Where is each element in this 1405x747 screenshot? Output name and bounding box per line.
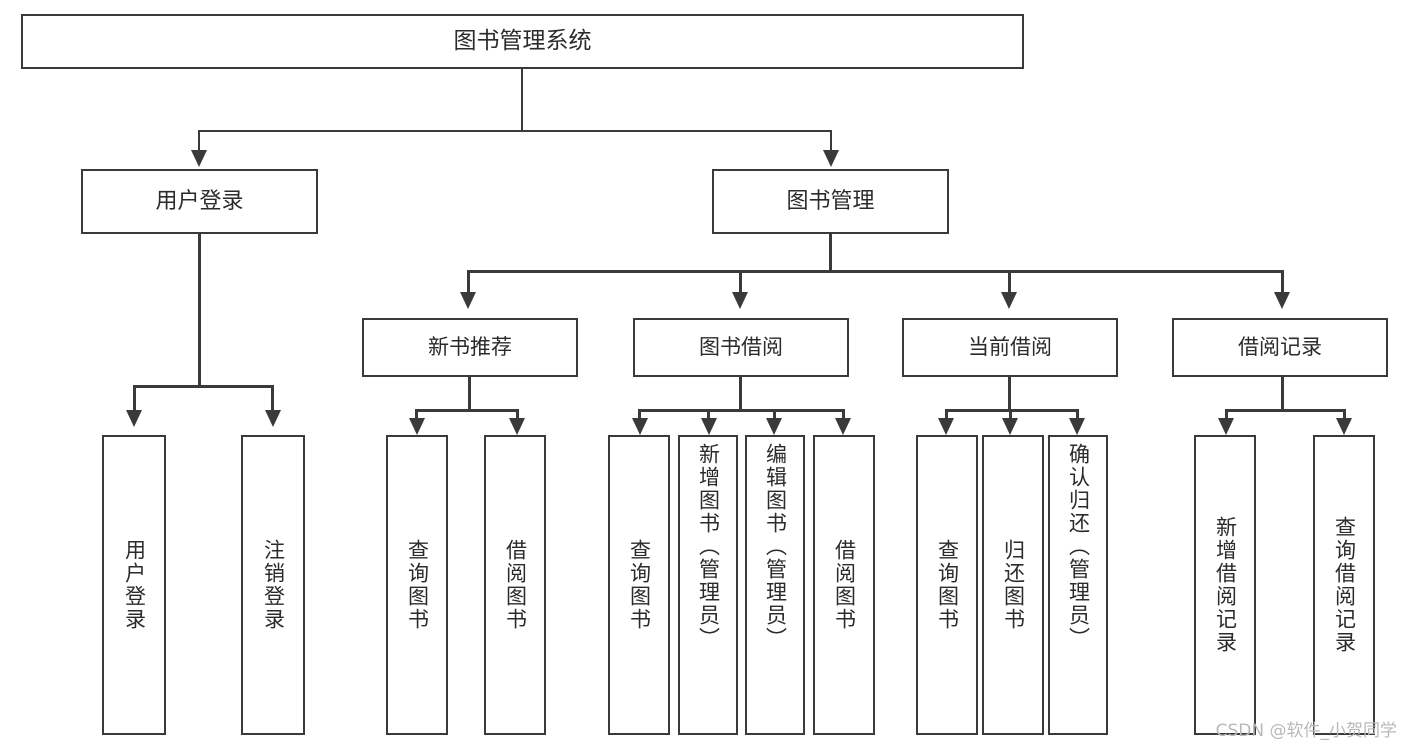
arrow-to-leaf-add-book xyxy=(701,418,717,435)
arrow-to-book-manage xyxy=(823,150,839,167)
arrow-to-current-borrow xyxy=(1001,292,1017,309)
arrow-to-leaf-return-book xyxy=(1002,418,1018,435)
connector-book-manage-bus xyxy=(468,270,1284,273)
node-leaf-add-record[interactable]: 新增借阅记录 xyxy=(1194,435,1256,735)
connector-root-bus xyxy=(198,130,832,132)
node-leaf-add-record-label: 新增借阅记录 xyxy=(1213,516,1238,654)
node-borrow-record[interactable]: 借阅记录 xyxy=(1172,318,1388,377)
node-leaf-borrow-book-2-label: 借阅图书 xyxy=(832,539,857,631)
node-leaf-logout-label: 注销登录 xyxy=(261,539,286,631)
node-current-borrow[interactable]: 当前借阅 xyxy=(902,318,1118,377)
node-leaf-return-book[interactable]: 归还图书 xyxy=(982,435,1044,735)
connector-user-login-bus xyxy=(134,385,273,388)
connector-bb-drop-4 xyxy=(842,409,845,418)
node-user-login-label: 用户登录 xyxy=(155,188,244,214)
connector-book-borrow-bus xyxy=(639,409,845,412)
connector-user-login-stem xyxy=(198,234,201,386)
node-new-book-rec-label: 新书推荐 xyxy=(428,335,512,360)
node-leaf-user-login[interactable]: 用户登录 xyxy=(102,435,166,735)
node-leaf-borrow-book-2[interactable]: 借阅图书 xyxy=(813,435,875,735)
node-current-borrow-label: 当前借阅 xyxy=(968,335,1052,360)
arrow-to-borrow-record xyxy=(1274,292,1290,309)
connector-borrow-record-bus xyxy=(1226,409,1345,412)
node-leaf-add-book[interactable]: 新增图书（管理员） xyxy=(678,435,738,735)
arrow-to-book-borrow xyxy=(732,292,748,309)
connector-new-book-rec-stem xyxy=(468,377,471,410)
arrow-to-leaf-logout xyxy=(265,410,281,427)
node-leaf-query-record[interactable]: 查询借阅记录 xyxy=(1313,435,1375,735)
connector-l3-drop-1 xyxy=(467,270,470,292)
connector-cb-drop-3 xyxy=(1076,409,1079,418)
connector-book-borrow-stem xyxy=(739,377,742,410)
connector-new-book-rec-bus xyxy=(416,409,519,412)
connector-borrow-record-stem xyxy=(1281,377,1284,410)
node-book-borrow-label: 图书借阅 xyxy=(699,335,783,360)
arrow-to-leaf-user-login xyxy=(126,410,142,427)
arrow-to-user-login xyxy=(191,150,207,167)
connector-user-login-drop-2 xyxy=(271,385,274,410)
arrow-to-leaf-query-book-1 xyxy=(409,418,425,435)
arrow-to-leaf-edit-book xyxy=(766,418,782,435)
node-leaf-return-book-label: 归还图书 xyxy=(1001,539,1026,631)
node-new-book-rec[interactable]: 新书推荐 xyxy=(362,318,578,377)
node-leaf-query-book-2[interactable]: 查询图书 xyxy=(608,435,670,735)
arrow-to-new-book-rec xyxy=(460,292,476,309)
node-leaf-query-book-3-label: 查询图书 xyxy=(935,539,960,631)
connector-cb-drop-1 xyxy=(945,409,948,418)
node-borrow-record-label: 借阅记录 xyxy=(1238,335,1322,360)
connector-br-drop-2 xyxy=(1343,409,1346,418)
arrow-to-leaf-query-book-3 xyxy=(938,418,954,435)
connector-user-login-drop-1 xyxy=(133,385,136,410)
connector-nbr-drop-1 xyxy=(415,409,418,418)
connector-nbr-drop-2 xyxy=(516,409,519,418)
node-leaf-query-record-label: 查询借阅记录 xyxy=(1332,516,1357,654)
node-leaf-query-book-2-label: 查询图书 xyxy=(627,539,652,631)
connector-bb-drop-1 xyxy=(638,409,641,418)
connector-root-drop-left xyxy=(198,130,200,150)
arrow-to-leaf-query-book-2 xyxy=(632,418,648,435)
node-leaf-borrow-book-1[interactable]: 借阅图书 xyxy=(484,435,546,735)
arrow-to-leaf-add-record xyxy=(1218,418,1234,435)
connector-current-borrow-stem xyxy=(1008,377,1011,410)
arrow-to-leaf-borrow-book-2 xyxy=(835,418,851,435)
node-leaf-query-book-3[interactable]: 查询图书 xyxy=(916,435,978,735)
node-leaf-confirm-return-label: 确认归还（管理员） xyxy=(1066,443,1091,650)
node-leaf-confirm-return[interactable]: 确认归还（管理员） xyxy=(1048,435,1108,735)
node-leaf-add-book-label: 新增图书（管理员） xyxy=(696,443,721,650)
connector-root-drop-right xyxy=(830,130,832,150)
connector-br-drop-1 xyxy=(1225,409,1228,418)
node-leaf-logout[interactable]: 注销登录 xyxy=(241,435,305,735)
node-book-manage-label: 图书管理 xyxy=(786,188,875,214)
node-user-login[interactable]: 用户登录 xyxy=(81,169,318,234)
arrow-to-leaf-confirm-return xyxy=(1069,418,1085,435)
node-leaf-user-login-label: 用户登录 xyxy=(122,539,147,631)
node-leaf-edit-book-label: 编辑图书（管理员） xyxy=(763,443,788,650)
connector-l3-drop-3 xyxy=(1008,270,1011,292)
node-leaf-edit-book[interactable]: 编辑图书（管理员） xyxy=(745,435,805,735)
node-book-manage[interactable]: 图书管理 xyxy=(712,169,949,234)
connector-book-manage-stem xyxy=(829,234,832,271)
connector-l3-drop-4 xyxy=(1281,270,1284,292)
node-root[interactable]: 图书管理系统 xyxy=(21,14,1024,69)
node-book-borrow[interactable]: 图书借阅 xyxy=(633,318,849,377)
connector-cb-drop-2 xyxy=(1009,409,1012,418)
node-leaf-query-book-1[interactable]: 查询图书 xyxy=(386,435,448,735)
node-leaf-query-book-1-label: 查询图书 xyxy=(405,539,430,631)
node-root-label: 图书管理系统 xyxy=(453,28,592,55)
connector-bb-drop-3 xyxy=(773,409,776,418)
csdn-watermark: CSDN @软件_小贺同学 xyxy=(1215,721,1397,741)
node-leaf-borrow-book-1-label: 借阅图书 xyxy=(503,539,528,631)
arrow-to-leaf-borrow-book-1 xyxy=(509,418,525,435)
connector-bb-drop-2 xyxy=(707,409,710,418)
connector-current-borrow-bus xyxy=(946,409,1078,412)
connector-root-stem xyxy=(521,69,523,131)
arrow-to-leaf-query-record xyxy=(1336,418,1352,435)
connector-l3-drop-2 xyxy=(739,270,742,292)
